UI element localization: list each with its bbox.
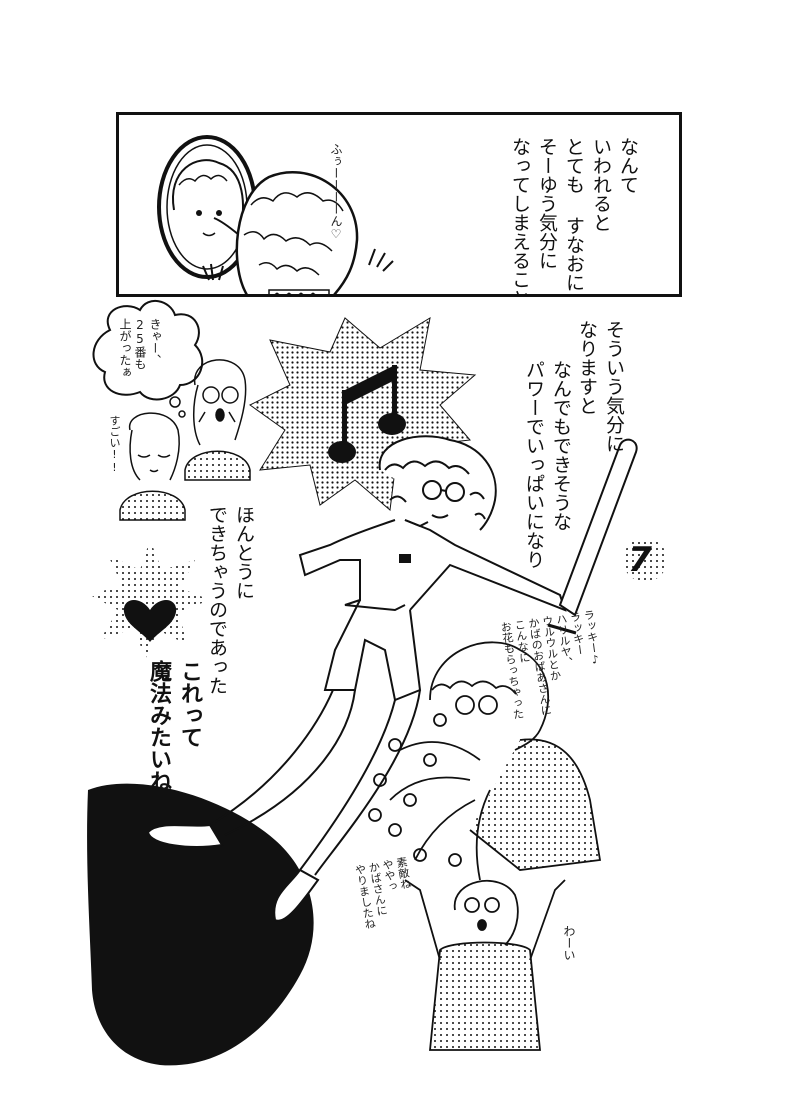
aside-lucky: ラッキー♪ ラッキー ハリルヤ、 ウルウルとか かばのおばあさんに こんなに お… bbox=[499, 609, 609, 721]
narration-line: なってしまえること bbox=[509, 137, 531, 297]
caption-line: これって bbox=[177, 660, 202, 748]
caption-line: 魔法みたいね bbox=[146, 660, 171, 792]
cast-shadow bbox=[87, 783, 314, 1066]
bubble-line: きゃー、 bbox=[148, 318, 162, 366]
thought-bubble-text: きゃー、 25番も 上がったぁ bbox=[118, 318, 162, 378]
side-exclaim: すごい!! bbox=[108, 415, 121, 474]
narration-line: パワーでいっぱいになり bbox=[523, 360, 545, 569]
page-number-tone bbox=[623, 538, 667, 582]
narration-line: いわれると bbox=[590, 137, 612, 232]
narration-line: そーゆう気分に bbox=[536, 137, 558, 270]
narration-line: そういう気分に bbox=[603, 320, 625, 453]
narration-line: とても すなおに bbox=[563, 137, 585, 292]
child-cry: わーい bbox=[562, 925, 576, 961]
narration-right-2: なんでもできそうな パワーでいっぱいになり bbox=[522, 360, 572, 569]
aside-child: 素敵ね ややっ かばさんに やりましたね bbox=[353, 856, 419, 931]
grandmother-with-flowers bbox=[368, 641, 602, 881]
narration-line: ほんとうに bbox=[233, 505, 255, 600]
narration-line: なんて bbox=[617, 137, 639, 194]
bubble-line: 25番も bbox=[133, 318, 147, 370]
music-note-icon bbox=[328, 365, 406, 463]
bubble-line: 上がったぁ bbox=[118, 318, 132, 378]
small-girls-illustration bbox=[119, 359, 251, 521]
narration-line: なんでもできそうな bbox=[550, 360, 572, 531]
narration-right-1: そういう気分に なりますと bbox=[575, 320, 625, 453]
narration-middle: ほんとうに できちゃうのであった bbox=[205, 505, 255, 695]
mirror-illustration bbox=[157, 135, 394, 294]
closing-caption: これって 魔法みたいね bbox=[145, 660, 202, 792]
heart-burst-tone bbox=[90, 540, 210, 660]
cheering-child bbox=[404, 879, 566, 1051]
thought-bubble bbox=[92, 300, 204, 401]
heart-icon bbox=[123, 600, 177, 642]
top-panel: ふぅーーーーん♡ なんて いわれると とても すなおに そーゆう気分に なってし… bbox=[116, 112, 682, 297]
narration-line: できちゃうのであった bbox=[206, 505, 228, 695]
sigh-text: ふぅーーーーん♡ bbox=[329, 143, 343, 241]
top-narration: なんて いわれると とても すなおに そーゆう気分に なってしまえること bbox=[454, 137, 639, 297]
narration-line: なりますと bbox=[576, 320, 598, 415]
girl-with-bat bbox=[146, 435, 638, 922]
